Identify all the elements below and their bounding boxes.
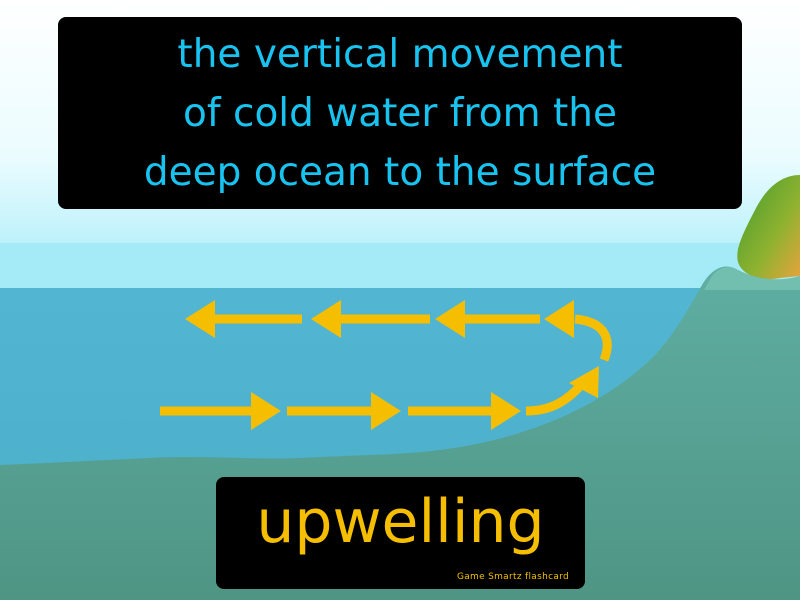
arrow-right-3 <box>408 392 521 430</box>
slope-above-water <box>704 267 800 290</box>
definition-line: of cold water from the <box>183 90 617 136</box>
definition-box: the vertical movement of cold water from… <box>58 17 742 209</box>
arrow-right-1 <box>160 392 281 430</box>
lower-arrows <box>160 366 599 430</box>
arrow-curve-top <box>544 300 612 362</box>
arrow-curve-up <box>525 366 599 416</box>
arrow-left-3 <box>435 300 540 338</box>
brand-label: Game Smartz flashcard <box>456 572 569 582</box>
arrow-right-2 <box>287 392 401 430</box>
term-box: upwelling Game Smartz flashcard <box>216 477 585 589</box>
arrow-left-1 <box>185 300 302 338</box>
water-surface-band <box>0 243 800 290</box>
definition-line: the vertical movement <box>177 31 623 77</box>
term-title: upwelling <box>256 487 545 557</box>
continental-slope <box>0 266 800 600</box>
arrow-left-2 <box>311 300 430 338</box>
coastline-land <box>737 175 800 280</box>
upper-arrows <box>185 300 612 362</box>
definition-line: deep ocean to the surface <box>143 149 657 195</box>
